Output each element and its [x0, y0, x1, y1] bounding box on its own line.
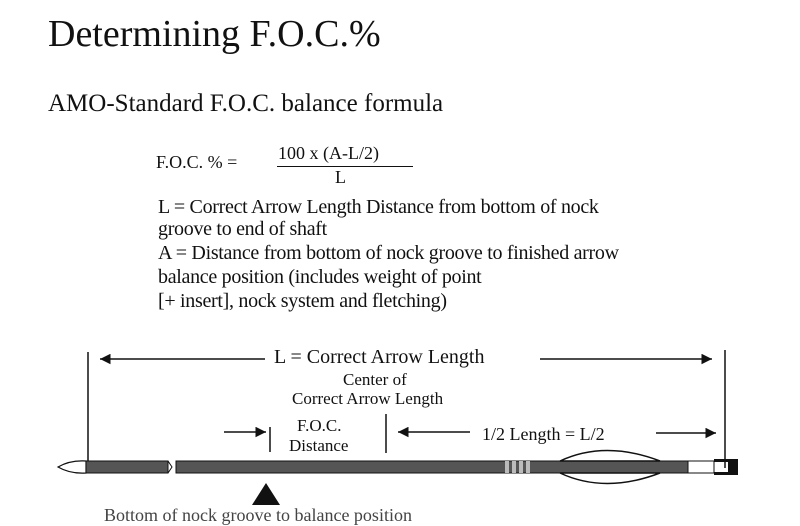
- center-label: Center of: [343, 370, 407, 389]
- foc-distance-label: Distance: [289, 436, 349, 455]
- arrow-shaft: [56, 459, 738, 475]
- length-label: L = Correct Arrow Length: [274, 346, 485, 368]
- formula-label: F.O.C. % =: [156, 152, 238, 172]
- fletching-bottom: [559, 472, 661, 485]
- foc-distance-label: F.O.C.: [297, 416, 342, 435]
- definition-line: groove to end of shaft: [158, 218, 327, 240]
- page-title: Determining F.O.C.%: [48, 13, 381, 55]
- center-label: Correct Arrow Length: [292, 389, 444, 408]
- definition-line: A = Distance from bottom of nock groove …: [158, 242, 619, 264]
- formula-numerator: 100 x (A-L/2): [278, 143, 379, 163]
- definition-line: balance position (includes weight of poi…: [158, 266, 482, 288]
- definition-line: [+ insert], nock system and fletching): [158, 290, 447, 312]
- formula-denominator: L: [335, 167, 346, 187]
- subtitle: AMO-Standard F.O.C. balance formula: [48, 90, 444, 117]
- arrow-diagram: [56, 350, 738, 505]
- definition-line: L = Correct Arrow Length Distance from b…: [158, 196, 599, 218]
- fletching-top: [559, 449, 661, 462]
- half-length-label: 1/2 Length = L/2: [482, 424, 605, 444]
- fraction-bar: [277, 166, 413, 167]
- bottom-caption: Bottom of nock groove to balance positio…: [104, 505, 412, 525]
- balance-point-triangle: [252, 483, 280, 505]
